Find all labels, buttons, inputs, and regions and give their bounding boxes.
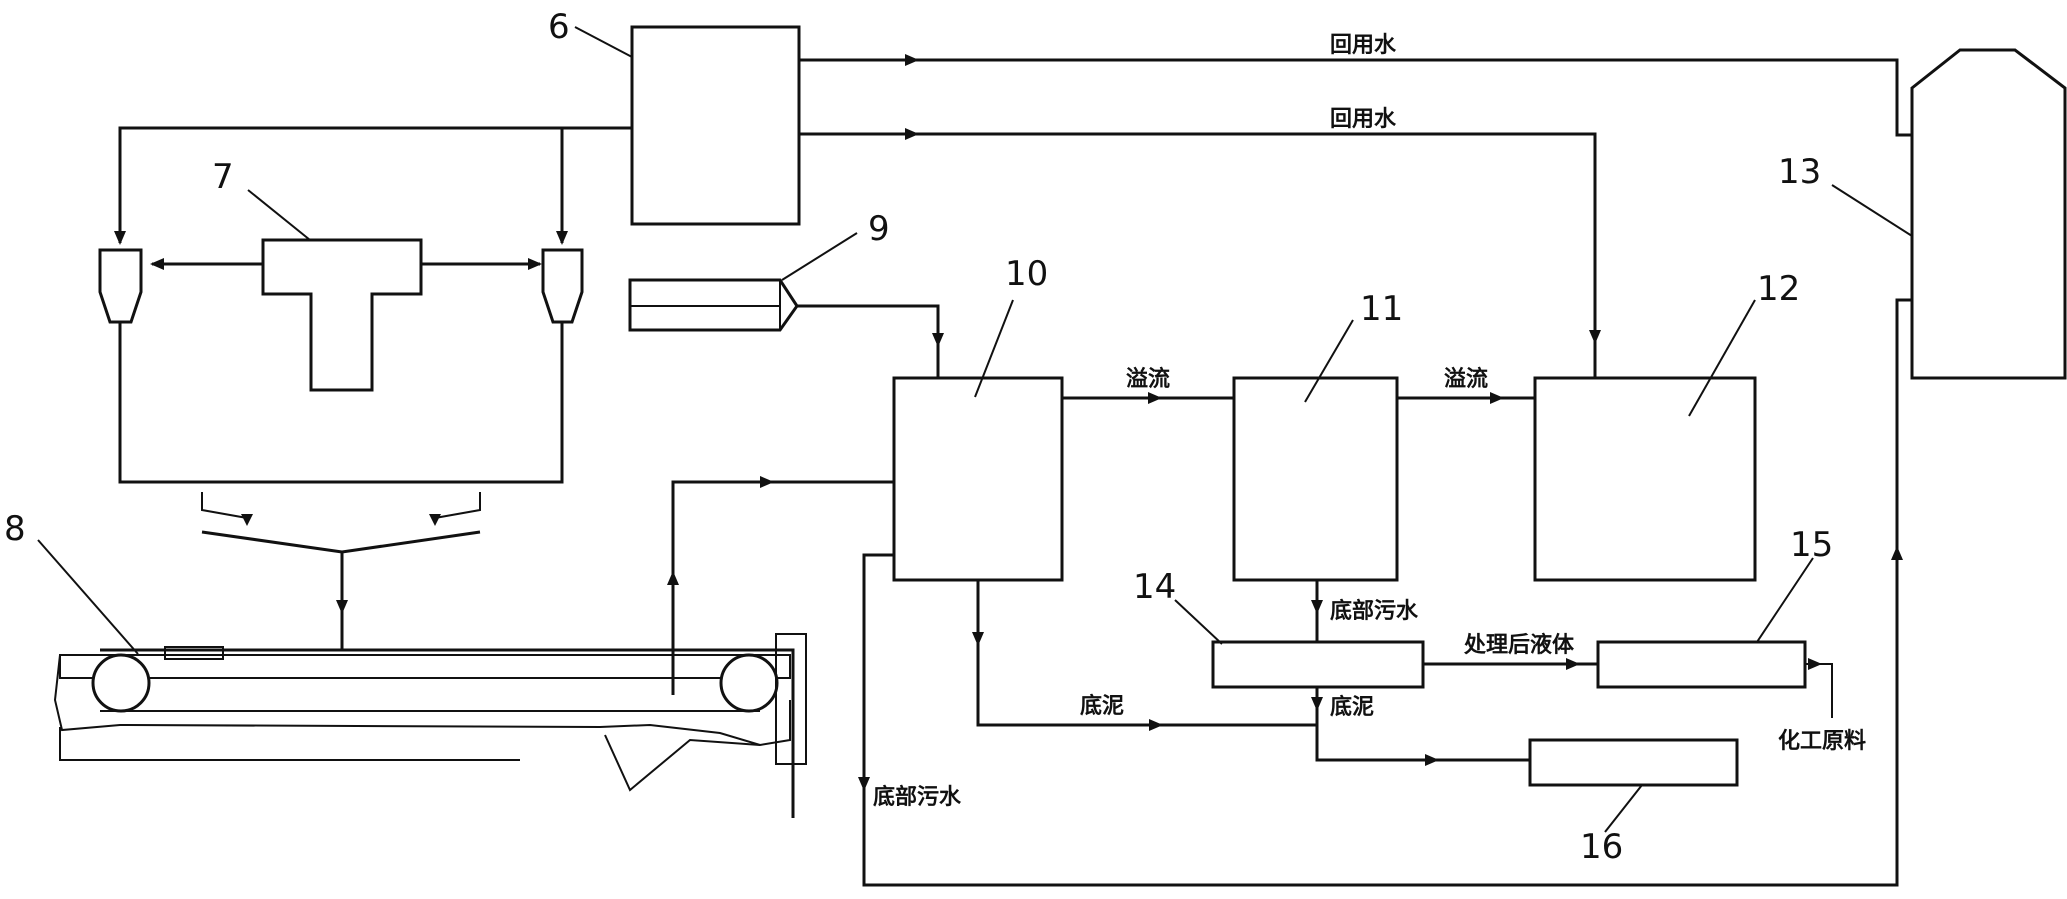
reuse-water-label-mid: 回用水 (1330, 107, 1397, 132)
bottom-sewage-label-return: 底部污水 (873, 784, 962, 810)
unit-6: 6 (548, 7, 801, 226)
unit-9-leader (781, 232, 858, 281)
unit-7: 7 (212, 157, 423, 392)
unit-8-leader (37, 539, 139, 655)
unit-13-tower (1910, 48, 2067, 380)
bottom-sewage-label-11: 底部污水 (1330, 598, 1419, 624)
unit-8: 8 (4, 509, 807, 818)
unit-15: 15 化工原料 (1596, 525, 1866, 754)
reuse-water-label-top: 回用水 (1330, 33, 1397, 58)
collector-lines (118, 322, 564, 650)
cyclone-left (98, 248, 143, 324)
unit-13-leader (1831, 184, 1913, 237)
sludge-label-10: 底泥 (1080, 693, 1124, 719)
treated-liquid-line: 处理后液体 (1423, 632, 1598, 670)
unit-7-number: 7 (212, 157, 234, 197)
reuse-water-line-top: 回用水 (799, 33, 1912, 137)
unit-16-number: 16 (1580, 827, 1623, 867)
unit-16: 16 (1528, 738, 1739, 867)
unit-11: 11 (1232, 289, 1403, 582)
bottom-sewage-return: 底部污水 (858, 298, 1912, 887)
chemical-raw-material-label: 化工原料 (1778, 728, 1866, 754)
overflow-11-12: 溢流 (1397, 366, 1535, 404)
unit-16-leader (1604, 784, 1643, 833)
unit-13-number: 13 (1778, 152, 1821, 192)
unit-10-box (892, 376, 1064, 582)
overflow-label-11-12: 溢流 (1444, 366, 1488, 392)
unit-11-box (1232, 376, 1399, 582)
unit-9: 9 (628, 209, 944, 378)
unit-10: 10 (892, 254, 1064, 582)
unit-15-leader (1756, 557, 1814, 643)
unit-6-number: 6 (548, 7, 570, 47)
unit-16-box (1528, 738, 1739, 787)
unit-12-leader (1688, 299, 1756, 417)
unit-7-hopper (261, 238, 423, 392)
unit-14: 14 (1133, 567, 1425, 689)
unit-10-leader (974, 299, 1014, 398)
overflow-10-11: 溢流 (1062, 366, 1234, 404)
unit-12-box (1533, 376, 1757, 582)
unit-6-box (630, 25, 801, 226)
cyclone-right (541, 248, 584, 324)
unit-13: 13 (1778, 48, 2067, 380)
unit-15-number: 15 (1790, 525, 1833, 565)
unit-14-number: 14 (1133, 567, 1176, 607)
unit-12: 12 (1533, 269, 1800, 582)
unit-14-leader (1174, 599, 1223, 645)
bottom-sewage-11-14: 底部污水 (1311, 580, 1419, 642)
unit-8-number: 8 (4, 509, 26, 549)
unit-15-box (1596, 640, 1807, 689)
treated-liquid-label: 处理后液体 (1463, 632, 1575, 658)
overflow-label-10-11: 溢流 (1126, 366, 1170, 392)
unit-6-leader (574, 26, 633, 58)
return-line-to-10 (667, 476, 894, 695)
unit-7-leader (247, 189, 311, 241)
sludge-line-14: 底泥 (1311, 687, 1530, 766)
unit-11-number: 11 (1360, 289, 1403, 329)
reuse-water-line-mid: 回用水 (799, 107, 1601, 378)
unit-10-number: 10 (1005, 254, 1048, 294)
gas-lines (114, 126, 632, 270)
sludge-label-14: 底泥 (1330, 694, 1374, 720)
sludge-line-10: 底泥 (972, 580, 1317, 731)
unit-11-leader (1304, 319, 1354, 403)
unit-12-number: 12 (1757, 269, 1800, 309)
unit-9-number: 9 (868, 209, 890, 249)
unit-14-box (1211, 640, 1425, 689)
